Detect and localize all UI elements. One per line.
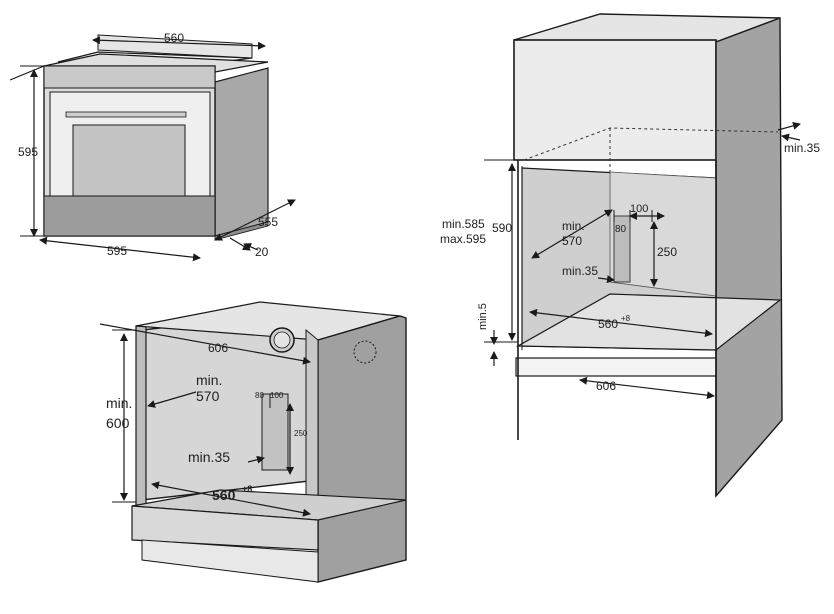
oven-dim-20: 20 <box>255 245 269 259</box>
base-inner-560: 560 <box>212 487 236 503</box>
tall-cutout-250: 250 <box>657 245 677 259</box>
tall-cutout-100: 100 <box>630 203 648 215</box>
tall-inner-560: 560 <box>598 317 618 331</box>
tall-width-min-label: min. <box>562 219 585 233</box>
base-cutout-100: 100 <box>270 391 284 400</box>
base-height-min-label: min. <box>106 395 132 411</box>
tall-cabinet-dimensions: min.35 min.585 max.595 590 min.5 min. 57… <box>440 121 820 400</box>
tall-cabinet <box>513 13 783 498</box>
tall-cutout-80: 80 <box>615 224 627 235</box>
tall-min5: min.5 <box>477 303 489 330</box>
oven-dimensions: 560 595 595 555 20 <box>9 31 296 262</box>
base-min35: min.35 <box>188 449 230 465</box>
base-width-570: 570 <box>196 388 220 404</box>
base-cutout-250: 250 <box>294 429 308 438</box>
tall-606: 606 <box>596 379 616 393</box>
tall-inner-tol: +8 <box>621 314 631 323</box>
tall-max595: max.595 <box>440 232 486 246</box>
oven-dim-555: 555 <box>258 215 278 229</box>
base-cabinet-dimensions: 606 min. 600 min. 570 80 100 250 min.35 … <box>99 323 311 517</box>
tall-width-570: 570 <box>562 234 582 248</box>
oven-dim-595-height: 595 <box>18 145 38 159</box>
base-dim-606: 606 <box>208 341 228 355</box>
tall-min35: min.35 <box>562 264 598 278</box>
tall-min585: min.585 <box>442 217 485 231</box>
oven-illustration <box>43 34 269 241</box>
base-cutout-80: 80 <box>255 391 264 400</box>
tall-min35-top: min.35 <box>784 141 820 155</box>
base-width-min-label: min. <box>196 372 222 388</box>
tall-590: 590 <box>492 221 512 235</box>
base-cabinet <box>131 301 407 583</box>
base-height-600: 600 <box>106 415 130 431</box>
base-inner-tol: +8 <box>242 484 252 494</box>
oven-dim-595-width: 595 <box>107 244 127 258</box>
oven-dim-560: 560 <box>164 31 184 45</box>
